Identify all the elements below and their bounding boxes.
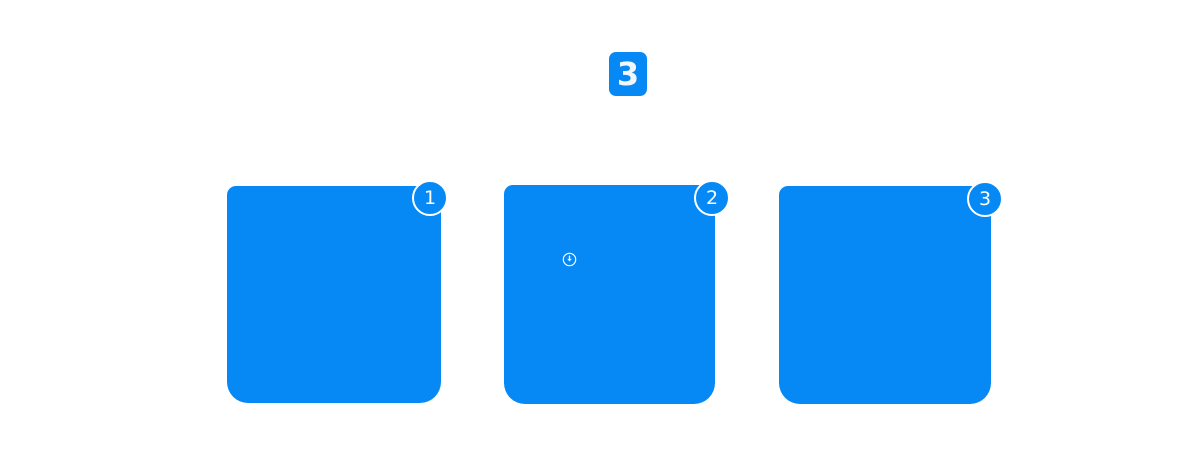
- card-panel-1[interactable]: [227, 186, 441, 403]
- step-marker-label: 3: [616, 55, 640, 93]
- card-badge-1: 1: [412, 180, 448, 216]
- card-badge-label-3: 3: [978, 187, 992, 210]
- download-circle-icon[interactable]: [562, 252, 577, 267]
- card-panel-2[interactable]: [504, 185, 715, 404]
- card-badge-label-2: 2: [705, 186, 719, 209]
- card-panel-3[interactable]: [779, 186, 991, 404]
- card-badge-label-1: 1: [423, 186, 437, 209]
- card-badge-3: 3: [967, 181, 1003, 217]
- step-marker-badge: 3: [609, 52, 647, 96]
- card-badge-2: 2: [694, 180, 730, 216]
